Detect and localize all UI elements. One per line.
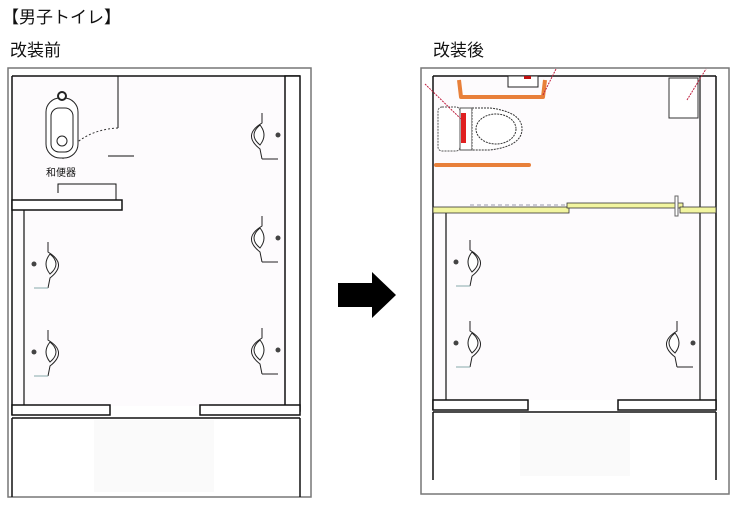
after-plan [420, 67, 730, 495]
before-label: 改装前 [10, 41, 61, 61]
sliding-door [566, 202, 684, 209]
western-toilet [424, 83, 523, 152]
japanese-toilet [45, 91, 79, 159]
page-title: 【男子トイレ】 [2, 8, 121, 28]
partition-wall [432, 206, 570, 214]
handrail [457, 79, 547, 99]
before-plan [7, 67, 312, 498]
right-wall [284, 75, 301, 412]
wash-basin [668, 77, 699, 119]
japanese-toilet-label: 和便器 [46, 168, 76, 179]
right-arrow-icon [338, 272, 396, 318]
after-label: 改装後 [433, 41, 484, 61]
partition-wall [11, 199, 123, 211]
